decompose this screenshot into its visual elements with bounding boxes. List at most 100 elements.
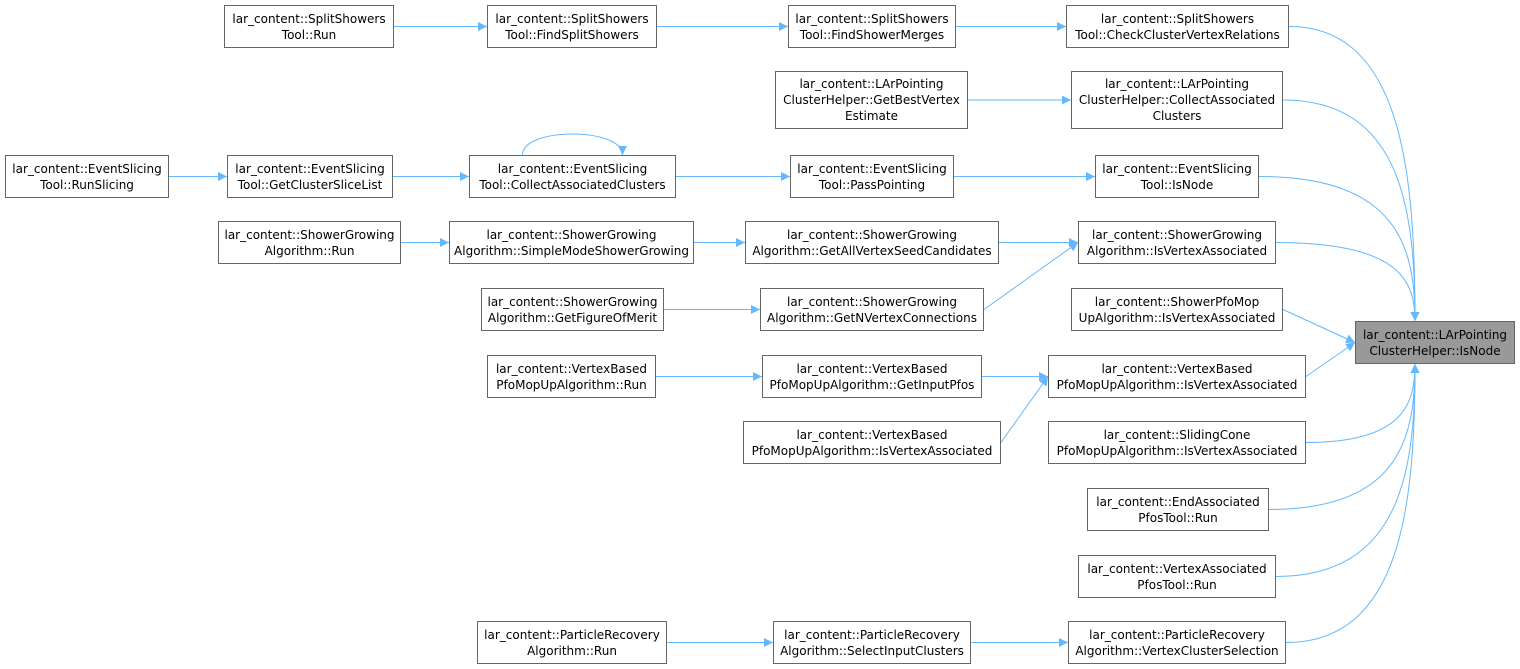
- graph-node-label: PfosTool::Run: [1138, 510, 1218, 525]
- graph-node-label: lar_content::SlidingCone: [1103, 427, 1251, 442]
- graph-node-label: Clusters: [1152, 109, 1202, 123]
- graph-edge: [1258, 176, 1420, 322]
- graph-edge: [522, 133, 627, 156]
- graph-node-label: PfoMopUpAlgorithm::Run: [496, 377, 647, 392]
- graph-edge: [983, 242, 1079, 310]
- graph-node-label: lar_content::ShowerGrowing: [786, 227, 958, 242]
- graph-node-label: lar_content::EventSlicing: [797, 161, 947, 176]
- graph-node-label: lar_content::LArPointing: [1104, 77, 1250, 91]
- graph-node-label: lar_content::LArPointing: [1362, 327, 1508, 342]
- graph-node-label: lar_content::EventSlicing: [1102, 161, 1252, 176]
- graph-node-label: PfosTool::Run: [1137, 577, 1217, 592]
- graph-edge: [1268, 363, 1420, 510]
- graph-node-label: UpAlgorithm::IsVertexAssociated: [1078, 310, 1276, 325]
- graph-edge: [1305, 363, 1420, 443]
- graph-node-label: ClusterHelper::CollectAssociated: [1078, 93, 1276, 107]
- graph-node-label: lar_content::ShowerGrowing: [1091, 227, 1263, 242]
- graph-edge: [1288, 26, 1420, 322]
- graph-node-label: lar_content::ShowerGrowing: [786, 294, 958, 309]
- graph-node-label: lar_content::EventSlicing: [497, 161, 648, 176]
- graph-node-label: Tool::IsNode: [1140, 177, 1214, 192]
- graph-node-label: lar_content::EventSlicing: [12, 161, 162, 176]
- graph-node-label: lar_content::ParticleRecovery: [784, 627, 960, 642]
- graph-node-label: ClusterHelper::IsNode: [1369, 343, 1501, 358]
- graph-node-label: Algorithm::VertexClusterSelection: [1075, 643, 1279, 658]
- graph-edge: [1305, 342, 1356, 377]
- graph-node-label: Algorithm::Run: [527, 643, 617, 658]
- graph-node-label: lar_content::VertexBased: [1101, 361, 1253, 376]
- graph-node-label: Tool::FindSplitShowers: [505, 27, 639, 42]
- graph-node-label: Algorithm::Run: [264, 243, 355, 258]
- graph-node-label: Tool::PassPointing: [818, 177, 926, 192]
- graph-node-label: lar_content::VertexAssociated: [1087, 561, 1267, 576]
- graph-node-label: lar_content::SplitShowers: [495, 11, 649, 26]
- graph-node-label: Algorithm::SimpleModeShowerGrowing: [454, 243, 689, 258]
- graph-node-label: lar_content::EndAssociated: [1096, 494, 1260, 509]
- graph-node-label: Tool::CheckClusterVertexRelations: [1075, 27, 1280, 42]
- graph-node-label: PfoMopUpAlgorithm::GetInputPfos: [769, 377, 975, 392]
- graph-node-label: lar_content::ShowerPfoMop: [1094, 294, 1260, 309]
- graph-node-label: PfoMopUpAlgorithm::IsVertexAssociated: [1056, 443, 1298, 458]
- graph-edge: [1000, 376, 1049, 443]
- graph-node-label: lar_content::ShowerGrowing: [486, 227, 657, 242]
- graph-node-label: Algorithm::GetAllVertexSeedCandidates: [752, 243, 992, 258]
- graph-node-label: lar_content::VertexBased: [495, 361, 648, 376]
- graph-node-label: Algorithm::IsVertexAssociated: [1086, 243, 1268, 258]
- graph-node-label: lar_content::ShowerGrowing: [487, 294, 658, 309]
- graph-node-label: PfoMopUpAlgorithm::IsVertexAssociated: [1056, 377, 1298, 392]
- graph-edge: [1282, 99, 1420, 322]
- graph-node-label: lar_content::ShowerGrowing: [224, 227, 395, 242]
- graph-node-label: lar_content::VertexBased: [796, 427, 948, 442]
- graph-node-label: lar_content::SplitShowers: [232, 11, 386, 26]
- graph-node-label: Tool::FindShowerMerges: [799, 27, 945, 42]
- graph-node-label: lar_content::ParticleRecovery: [1089, 627, 1265, 642]
- graph-node-label: Tool::RunSlicing: [40, 177, 134, 192]
- graph-node-label: Algorithm::GetNVertexConnections: [767, 310, 977, 325]
- graph-node-label: ClusterHelper::GetBestVertex: [783, 93, 960, 107]
- graph-edge: [1285, 363, 1420, 643]
- graph-node-label: Tool::GetClusterSliceList: [237, 177, 383, 192]
- graph-edge: [1282, 309, 1356, 343]
- graph-node-label: lar_content::EventSlicing: [235, 161, 385, 176]
- graph-node-label: Algorithm::SelectInputClusters: [780, 643, 964, 658]
- graph-node-label: Tool::CollectAssociatedClusters: [479, 177, 666, 192]
- graph-node-label: PfoMopUpAlgorithm::IsVertexAssociated: [751, 443, 993, 458]
- graph-node-label: lar_content::ParticleRecovery: [484, 627, 660, 642]
- graph-node-label: Algorithm::GetFigureOfMerit: [487, 310, 658, 325]
- graph-node-label: lar_content::SplitShowers: [1100, 11, 1255, 26]
- graph-node-label: Tool::Run: [281, 27, 337, 42]
- graph-node-label: lar_content::LArPointing: [799, 77, 944, 91]
- graph-edge: [1275, 242, 1420, 322]
